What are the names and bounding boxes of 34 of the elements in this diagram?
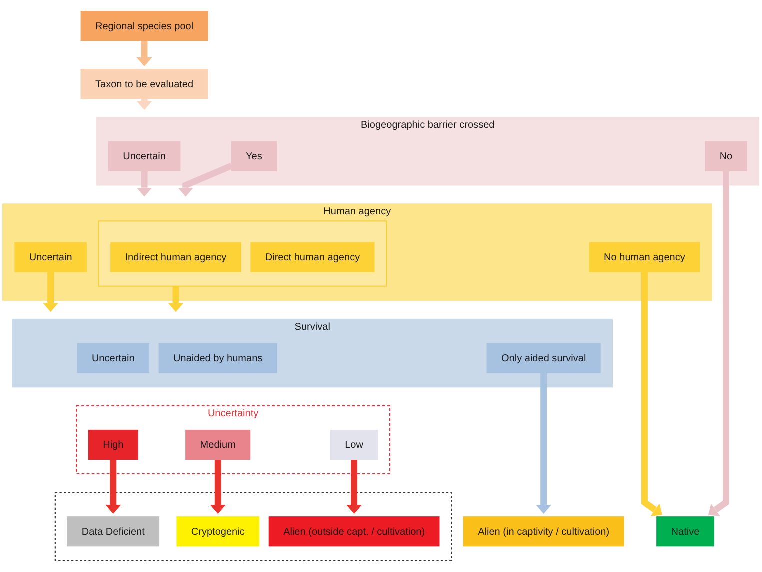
node-box: Medium xyxy=(186,430,251,460)
arrow xyxy=(43,272,59,312)
cluster xyxy=(54,492,452,562)
arrow xyxy=(642,272,662,516)
node-box: Unaided by humans xyxy=(158,343,278,374)
node-box: Only aided survival xyxy=(486,343,601,374)
arrow xyxy=(136,40,152,66)
arrow xyxy=(210,460,226,514)
node-box: No xyxy=(705,141,748,172)
arrow xyxy=(178,162,233,197)
node-box: Direct human agency xyxy=(250,242,375,272)
node-box: Native xyxy=(656,516,714,547)
node-box: Taxon to be evaluated xyxy=(80,69,208,100)
arrow xyxy=(136,171,152,197)
arrow xyxy=(106,460,122,514)
node-box: Uncertain xyxy=(108,141,181,172)
arrow xyxy=(136,98,152,110)
node-box: Cryptogenic xyxy=(176,516,260,547)
node-box: Indirect human agency xyxy=(110,242,242,272)
node-box: Low xyxy=(330,430,378,460)
cluster xyxy=(98,220,388,287)
node-box: Data Deficient xyxy=(67,516,160,547)
arrow xyxy=(708,171,730,516)
node-box: Regional species pool xyxy=(80,11,208,42)
arrow xyxy=(346,460,362,514)
node-box: Uncertain xyxy=(77,343,150,374)
node-box: Uncertain xyxy=(14,242,87,272)
node-box: Alien (in captivity / cultivation) xyxy=(463,516,624,547)
arrow xyxy=(536,373,552,514)
node-box: Yes xyxy=(231,141,278,172)
node-box: Alien (outside capt. / cultivation) xyxy=(268,516,440,547)
arrow xyxy=(168,286,184,312)
node-box: High xyxy=(88,430,138,460)
node-box: No human agency xyxy=(589,242,700,272)
